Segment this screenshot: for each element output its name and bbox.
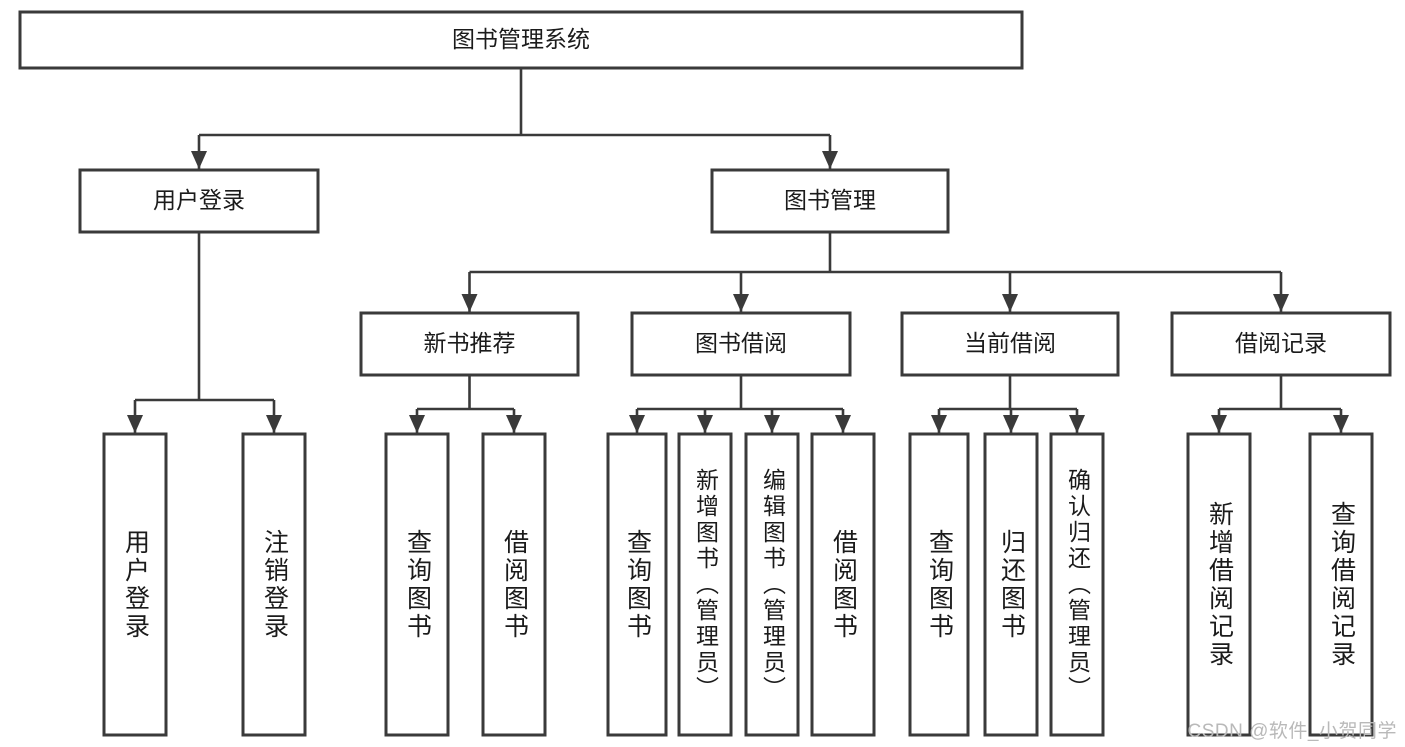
node-leaf[interactable] xyxy=(1186,432,1252,737)
arrow-head-icon xyxy=(127,415,143,433)
node-box[interactable] xyxy=(481,432,547,737)
boxes-layer xyxy=(18,10,1392,737)
node-leaf[interactable] xyxy=(102,432,168,737)
node-level2[interactable] xyxy=(78,168,320,234)
node-box[interactable] xyxy=(102,432,168,737)
node-leaf[interactable] xyxy=(241,432,307,737)
node-box[interactable] xyxy=(983,432,1039,737)
node-label: 当前借阅 xyxy=(964,330,1056,356)
node-box[interactable] xyxy=(359,311,580,377)
node-box[interactable] xyxy=(18,10,1024,70)
node-leaf[interactable] xyxy=(677,432,733,737)
node-box[interactable] xyxy=(677,432,733,737)
node-level2[interactable] xyxy=(710,168,950,234)
arrow-head-icon xyxy=(1069,415,1085,433)
node-box[interactable] xyxy=(384,432,450,737)
arrow-head-icon xyxy=(191,151,207,169)
arrow-head-icon xyxy=(1003,415,1019,433)
arrow-head-icon xyxy=(733,294,749,312)
node-label: 借阅记录 xyxy=(1235,330,1327,356)
arrow-head-icon xyxy=(835,415,851,433)
node-leaf[interactable] xyxy=(384,432,450,737)
node-level3[interactable] xyxy=(359,311,580,377)
arrow-head-icon xyxy=(822,151,838,169)
node-level3[interactable] xyxy=(900,311,1120,377)
node-level3[interactable] xyxy=(630,311,852,377)
node-box[interactable] xyxy=(744,432,800,737)
arrow-head-icon xyxy=(461,294,478,312)
connectors-layer xyxy=(127,68,1349,433)
arrow-head-icon xyxy=(409,415,425,433)
node-box[interactable] xyxy=(810,432,876,737)
node-label: 图书借阅 xyxy=(695,330,787,356)
node-leaf[interactable] xyxy=(481,432,547,737)
arrow-head-icon xyxy=(1273,294,1289,312)
arrow-head-icon xyxy=(764,415,780,433)
node-label: 图书管理 xyxy=(784,187,876,213)
arrow-head-icon xyxy=(506,415,522,433)
node-label: 新书推荐 xyxy=(424,330,516,356)
node-label: 用户登录 xyxy=(153,187,245,213)
arrow-head-icon xyxy=(1333,415,1349,433)
node-leaf[interactable] xyxy=(1308,432,1374,737)
node-level3[interactable] xyxy=(1170,311,1392,377)
node-box[interactable] xyxy=(900,311,1120,377)
node-box[interactable] xyxy=(630,311,852,377)
node-leaf[interactable] xyxy=(983,432,1039,737)
node-box[interactable] xyxy=(78,168,320,234)
node-box[interactable] xyxy=(1186,432,1252,737)
node-leaf[interactable] xyxy=(606,432,668,737)
arrow-head-icon xyxy=(931,415,947,433)
arrow-head-icon xyxy=(1002,294,1018,312)
node-box[interactable] xyxy=(710,168,950,234)
node-box[interactable] xyxy=(908,432,970,737)
node-box[interactable] xyxy=(606,432,668,737)
node-box[interactable] xyxy=(1049,432,1105,737)
node-leaf[interactable] xyxy=(908,432,970,737)
watermark: CSDN @软件_小贺同学 xyxy=(1187,721,1397,742)
node-leaf[interactable] xyxy=(744,432,800,737)
arrow-head-icon xyxy=(629,415,645,433)
node-label: 图书管理系统 xyxy=(452,26,590,52)
node-box[interactable] xyxy=(1170,311,1392,377)
arrow-head-icon xyxy=(1211,415,1227,433)
node-box[interactable] xyxy=(241,432,307,737)
node-root[interactable] xyxy=(18,10,1024,70)
arrow-head-icon xyxy=(697,415,713,433)
node-box[interactable] xyxy=(1308,432,1374,737)
node-leaf[interactable] xyxy=(810,432,876,737)
arrow-head-icon xyxy=(266,415,282,433)
node-leaf[interactable] xyxy=(1049,432,1105,737)
